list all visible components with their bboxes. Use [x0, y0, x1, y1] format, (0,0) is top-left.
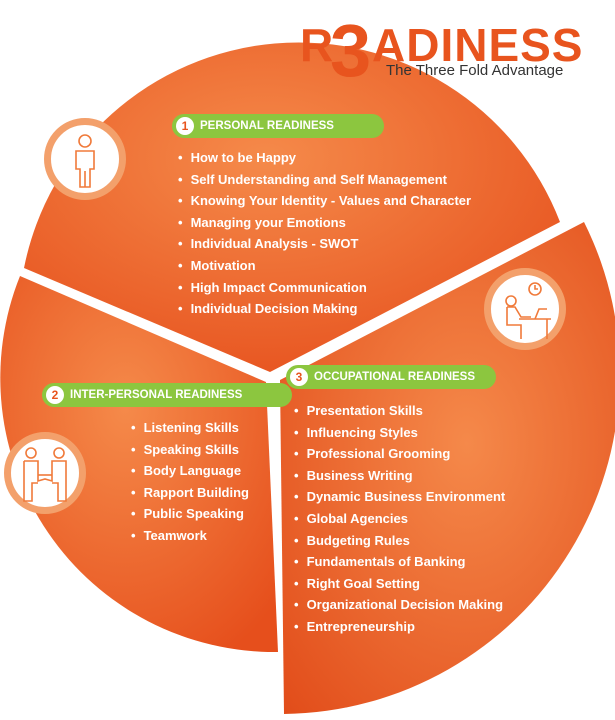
list-item: Right Goal Setting	[294, 573, 505, 595]
section-title: OCCUPATIONAL READINESS	[314, 371, 476, 383]
list-item: Presentation Skills	[294, 400, 505, 422]
list-item: High Impact Communication	[178, 277, 471, 299]
number-badge: 2	[46, 386, 64, 404]
list-item: How to be Happy	[178, 147, 471, 169]
list-item: Speaking Skills	[131, 439, 249, 461]
list-item: Fundamentals of Banking	[294, 551, 505, 573]
section-title: PERSONAL READINESS	[200, 120, 334, 132]
list-item: Individual Analysis - SWOT	[178, 233, 471, 255]
logo-rest: ADINESS	[372, 19, 584, 71]
list-item: Budgeting Rules	[294, 530, 505, 552]
subtitle: The Three Fold Advantage	[386, 62, 564, 79]
list-item: Knowing Your Identity - Values and Chara…	[178, 190, 472, 212]
list-item: Managing your Emotions	[178, 212, 471, 234]
logo-r: R	[300, 19, 335, 71]
number-badge: 3	[290, 368, 308, 386]
title-block: R 3 ADINESS The Three Fold Advantage	[300, 8, 600, 92]
personal-readiness-label: 1 PERSONAL READINESS	[172, 114, 384, 138]
person-icon	[44, 118, 126, 200]
interpersonal-readiness-list: Listening SkillsSpeaking SkillsBody Lang…	[131, 417, 249, 547]
list-item: Entrepreneurship	[294, 616, 505, 638]
list-item: Listening Skills	[131, 417, 249, 439]
list-item: Rapport Building	[131, 482, 249, 504]
list-item: Teamwork	[131, 525, 249, 547]
list-item: Self Understanding and Self Management	[178, 169, 471, 191]
handshake-icon	[4, 432, 86, 514]
occupational-readiness-label: 3 OCCUPATIONAL READINESS	[286, 365, 496, 389]
interpersonal-readiness-label: 2 INTER-PERSONAL READINESS	[42, 383, 292, 407]
desk-worker-icon	[484, 268, 566, 350]
section-title: INTER-PERSONAL READINESS	[70, 389, 243, 401]
personal-readiness-list: How to be HappySelf Understanding and Se…	[178, 147, 472, 320]
occupational-readiness-list: Presentation SkillsInfluencing StylesPro…	[294, 400, 506, 638]
list-item: Organizational Decision Making	[294, 594, 505, 616]
list-item: Global Agencies	[294, 508, 505, 530]
list-item: Public Speaking	[131, 503, 249, 525]
list-item: Body Language	[131, 460, 249, 482]
number-badge: 1	[176, 117, 194, 135]
list-item: Individual Decision Making	[178, 298, 471, 320]
list-item: Dynamic Business Environment	[294, 486, 506, 508]
logo-three: 3	[330, 9, 372, 92]
list-item: Business Writing	[294, 465, 505, 487]
list-item: Professional Grooming	[294, 443, 505, 465]
list-item: Motivation	[178, 255, 471, 277]
list-item: Influencing Styles	[294, 422, 505, 444]
